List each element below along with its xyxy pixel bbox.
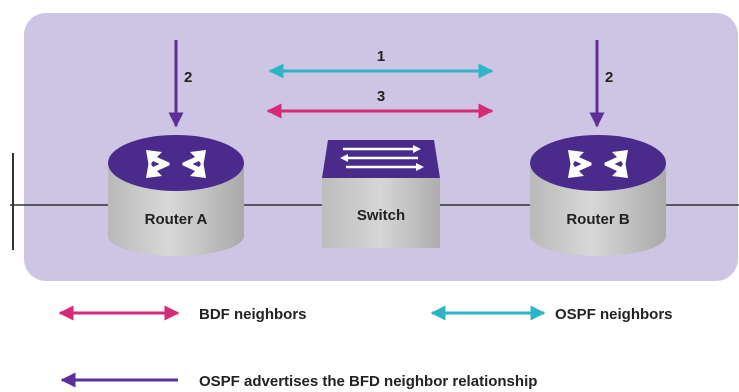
arrow-1-label: 1 [377, 48, 385, 65]
router-arrows-icon [146, 150, 206, 178]
arrow-2-left-label: 2 [184, 69, 192, 86]
switch-arrows-icon [343, 147, 418, 169]
legend: BDF neighbors OSPF neighbors OSPF advert… [58, 305, 673, 390]
arrow-2-right-label: 2 [605, 69, 613, 86]
router-arrows-icon [568, 150, 628, 178]
legend-advertise-label: OSPF advertises the BFD neighbor relatio… [199, 373, 537, 390]
legend-ospf-label: OSPF neighbors [555, 306, 673, 323]
router-a-label: Router A [145, 211, 208, 228]
legend-bdf-label: BDF neighbors [199, 306, 307, 323]
router-b: Router B [530, 135, 666, 256]
switch: Switch [322, 140, 440, 248]
router-b-label: Router B [566, 211, 630, 228]
router-a: Router A [108, 135, 244, 256]
switch-label: Switch [357, 207, 405, 224]
arrow-3-label: 3 [377, 88, 385, 105]
